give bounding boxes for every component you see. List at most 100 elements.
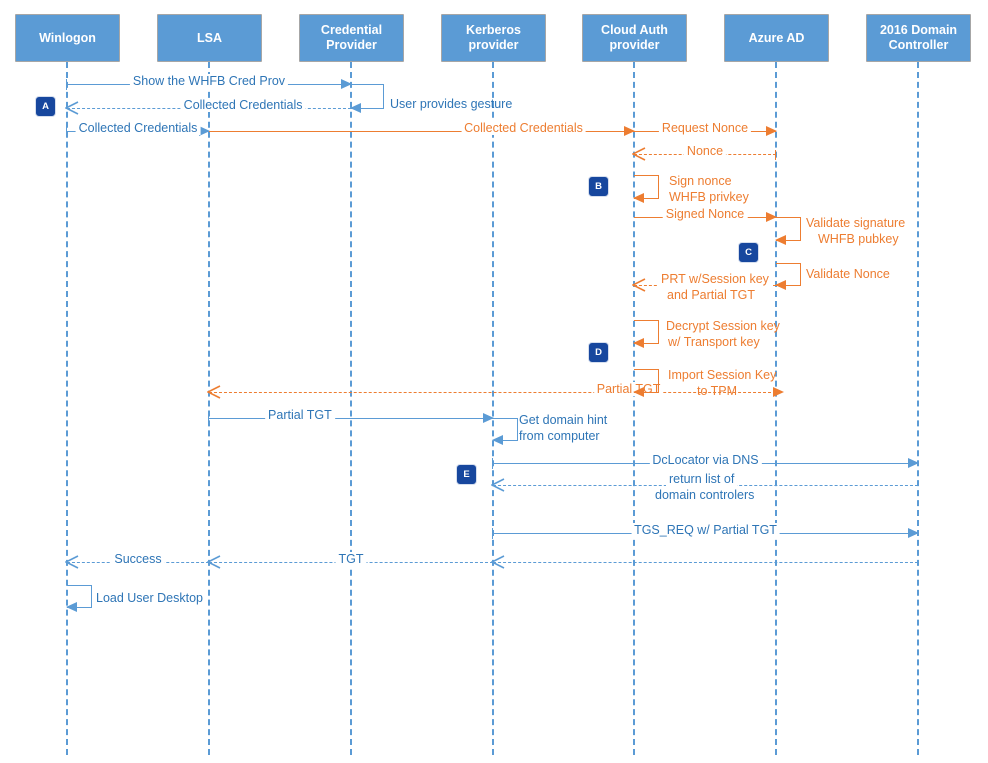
message-origin-tick <box>492 458 493 469</box>
self-message-sign-nonce[interactable] <box>633 175 659 203</box>
message-line <box>209 131 634 132</box>
self-message-decrypt-session-key[interactable] <box>633 320 659 348</box>
self-loop-bottom-line <box>351 108 384 109</box>
step-badge-c-label: C <box>745 247 752 258</box>
actor-box-winlogon[interactable]: Winlogon <box>15 14 120 62</box>
message-label: Show the WHFB Cred Prov <box>129 74 289 88</box>
self-loop-bottom-line <box>634 343 659 344</box>
self-loop-right-line <box>517 418 518 440</box>
message-label-prt-line2: and Partial TGT <box>664 287 759 303</box>
self-loop-top-line <box>67 585 92 586</box>
actor-label-kerberos-provider: Kerberos provider <box>466 23 521 52</box>
self-loop-bottom-line <box>67 607 92 608</box>
message-label-return-list-line1: return list of <box>666 471 738 487</box>
self-loop-top-line <box>351 84 384 85</box>
arrowhead-right-icon <box>624 126 635 136</box>
self-loop-top-line <box>634 369 659 370</box>
self-loop-right-line <box>800 217 801 240</box>
self-message-label-load-user-desktop: Load User Desktop <box>96 591 204 605</box>
message-label: Success <box>111 552 165 566</box>
self-message-label-domain-hint-line1: Get domain hint <box>519 413 608 427</box>
message-label: Signed Nonce <box>662 207 748 221</box>
actor-label-azure-ad: Azure AD <box>748 30 805 45</box>
arrowhead-left-icon <box>66 602 77 612</box>
actor-box-credential-provider[interactable]: Credential Provider <box>299 14 404 62</box>
step-badge-c[interactable]: C <box>739 243 758 262</box>
self-message-get-domain-hint[interactable] <box>492 418 518 445</box>
step-badge-e[interactable]: E <box>457 465 476 484</box>
message-line <box>209 418 493 419</box>
arrowhead-left-icon <box>633 193 644 203</box>
arrowhead-left-icon <box>775 235 786 245</box>
lifeline-kerberos-provider <box>492 62 494 755</box>
self-message-import-session-key[interactable] <box>633 369 659 397</box>
arrowhead-right-icon <box>199 126 210 136</box>
message-label: Collected Credentials <box>180 98 306 112</box>
self-message-load-user-desktop[interactable] <box>66 585 92 612</box>
step-badge-e-label: E <box>463 469 470 480</box>
arrowhead-right-icon <box>773 387 784 397</box>
lifeline-cloud-auth-provider <box>633 62 635 755</box>
self-loop-right-line <box>658 320 659 343</box>
actor-box-kerberos-provider[interactable]: Kerberos provider <box>441 14 546 62</box>
self-message-label-import-line1: Import Session Key <box>668 368 777 382</box>
arrowhead-open-left-icon <box>65 101 79 115</box>
actor-box-lsa[interactable]: LSA <box>157 14 262 62</box>
arrowhead-left-icon <box>350 103 361 113</box>
arrowhead-right-icon <box>766 212 777 222</box>
step-badge-d[interactable]: D <box>589 343 608 362</box>
message-label-prt-line1: PRT w/Session key <box>658 271 772 287</box>
self-loop-right-line <box>383 84 384 108</box>
arrowhead-right-icon <box>766 126 777 136</box>
message-label: Partial TGT <box>265 408 335 422</box>
self-message-label-validate-signature-line1: Validate signature <box>806 216 906 230</box>
arrowhead-open-left-icon <box>632 147 646 161</box>
actor-label-2016-domain-controller: 2016 Domain Controller <box>879 23 958 52</box>
arrowhead-open-left-icon <box>65 555 79 569</box>
arrowhead-left-icon <box>775 280 786 290</box>
actor-box-azure-ad[interactable]: Azure AD <box>724 14 829 62</box>
message-label: TGT <box>335 552 367 566</box>
actor-box-2016-domain-controller[interactable]: 2016 Domain Controller <box>866 14 971 62</box>
message-label: TGS_REQ w/ Partial TGT <box>631 523 780 537</box>
self-loop-bottom-line <box>493 440 518 441</box>
self-message-label-decrypt-line1: Decrypt Session key <box>666 319 780 333</box>
lifeline-winlogon <box>66 62 68 755</box>
message-label: Nonce <box>683 144 727 158</box>
actor-label-credential-provider: Credential Provider <box>320 23 383 52</box>
self-loop-top-line <box>493 418 518 419</box>
self-message-validate-nonce[interactable] <box>775 263 801 290</box>
message-label-return-list-line2: domain controlers <box>652 487 758 503</box>
self-message-label-domain-hint-line2: from computer <box>519 429 600 443</box>
self-loop-bottom-line <box>634 198 659 199</box>
self-message-label-sign-nonce-line1: Sign nonce <box>669 174 732 188</box>
self-loop-right-line <box>658 175 659 198</box>
self-loop-top-line <box>634 175 659 176</box>
arrowhead-open-left-icon <box>207 385 221 399</box>
self-loop-bottom-line <box>634 392 659 393</box>
self-loop-bottom-line <box>776 285 801 286</box>
lifeline-domain-controller <box>917 62 919 755</box>
step-badge-b[interactable]: B <box>589 177 608 196</box>
self-loop-bottom-line <box>776 240 801 241</box>
self-loop-right-line <box>658 369 659 392</box>
self-loop-right-line <box>91 585 92 607</box>
arrowhead-left-icon <box>492 435 503 445</box>
step-badge-a[interactable]: A <box>36 97 55 116</box>
arrowhead-right-icon <box>483 413 494 423</box>
self-message-label-validate-signature-line2: WHFB pubkey <box>818 232 899 246</box>
step-badge-d-label: D <box>595 347 602 358</box>
self-loop-top-line <box>634 320 659 321</box>
message-origin-tick <box>775 150 776 160</box>
message-label: Request Nonce <box>658 121 752 135</box>
lifeline-azure-ad <box>775 62 777 755</box>
lifeline-credential-provider <box>350 62 352 755</box>
self-message-user-provides-gesture[interactable]: User provides gesture <box>350 84 512 113</box>
arrowhead-right-icon <box>908 528 919 538</box>
self-loop-top-line <box>776 263 801 264</box>
actor-box-cloud-auth-provider[interactable]: Cloud Auth provider <box>582 14 687 62</box>
self-message-validate-signature[interactable] <box>775 217 801 245</box>
self-message-label-sign-nonce-line2: WHFB privkey <box>669 190 749 204</box>
actor-label-lsa: LSA <box>197 30 222 45</box>
